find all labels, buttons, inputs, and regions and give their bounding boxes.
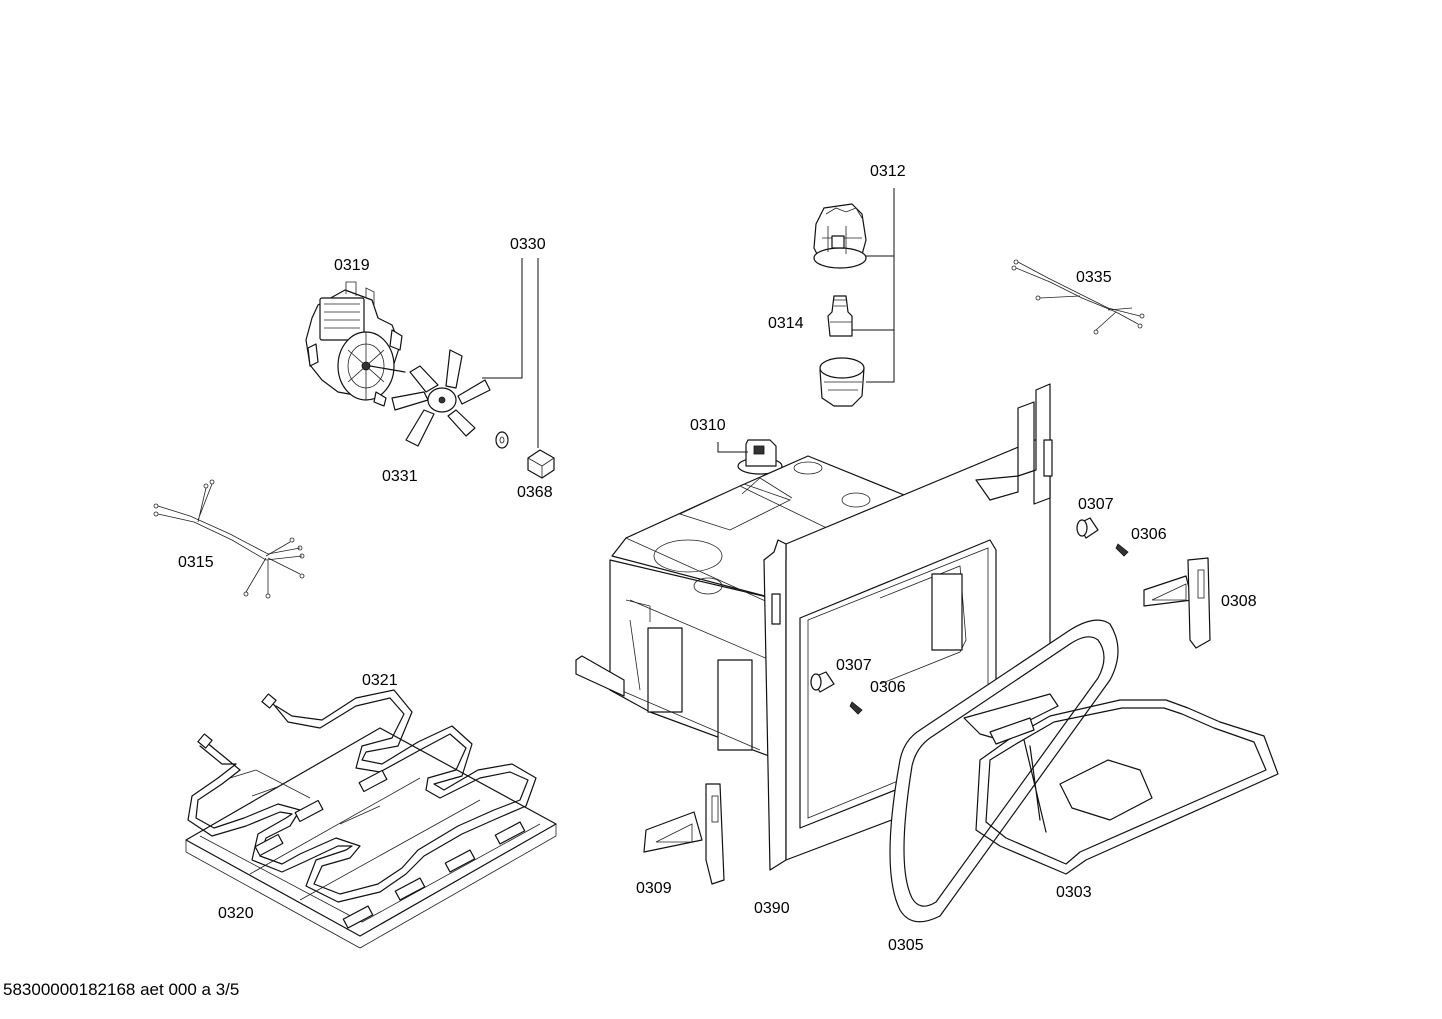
part-0309-bracket bbox=[643, 783, 725, 885]
callout-0321: 0321 bbox=[362, 672, 398, 689]
callout-0331: 0331 bbox=[382, 468, 418, 485]
callout-0312: 0312 bbox=[870, 163, 906, 180]
part-0320-bottom-tray bbox=[185, 727, 557, 949]
part-0368-nut bbox=[527, 449, 555, 479]
callout-0309: 0309 bbox=[636, 880, 672, 897]
callout-0319: 0319 bbox=[334, 257, 370, 274]
part-washer bbox=[495, 431, 509, 449]
callout-0303: 0303 bbox=[1056, 884, 1092, 901]
part-0303-grill-heating-element bbox=[963, 693, 1279, 875]
part-0307-bushing-right bbox=[1076, 517, 1099, 539]
callout-0368: 0368 bbox=[517, 484, 553, 501]
part-lamp-cover bbox=[819, 357, 865, 407]
callout-0390: 0390 bbox=[754, 900, 790, 917]
part-0306-screw-left bbox=[849, 701, 863, 715]
callout-0307-right: 0307 bbox=[1078, 496, 1114, 513]
part-0314-lamp-bulb bbox=[827, 295, 853, 337]
callout-0306-right: 0306 bbox=[1131, 526, 1167, 543]
part-0331-fan-blade bbox=[391, 349, 491, 447]
callout-0308: 0308 bbox=[1221, 593, 1257, 610]
part-0306-screw-right bbox=[1115, 543, 1129, 557]
part-0319-fan-motor bbox=[305, 281, 406, 407]
callout-0306-left: 0306 bbox=[870, 679, 906, 696]
part-0335-wiring-harness bbox=[1011, 259, 1145, 335]
callout-0314: 0314 bbox=[768, 315, 804, 332]
callout-0305: 0305 bbox=[888, 937, 924, 954]
part-0310-cut-out-thermostat bbox=[737, 439, 783, 475]
part-0307-bushing-left bbox=[810, 671, 835, 693]
part-0308-bracket bbox=[1143, 557, 1211, 649]
callout-0335: 0335 bbox=[1076, 269, 1112, 286]
callout-0320: 0320 bbox=[218, 905, 254, 922]
document-id-footer: 58300000182168 aet 000 a 3/5 bbox=[3, 980, 240, 999]
part-0312-lamp-holder bbox=[813, 203, 867, 269]
part-0315-wiring-harness bbox=[153, 479, 305, 599]
part-0321-bottom-heating-element bbox=[187, 689, 537, 903]
callout-0330: 0330 bbox=[510, 236, 546, 253]
callout-0307-left: 0307 bbox=[836, 657, 872, 674]
callout-0315: 0315 bbox=[178, 554, 214, 571]
callout-0310: 0310 bbox=[690, 417, 726, 434]
